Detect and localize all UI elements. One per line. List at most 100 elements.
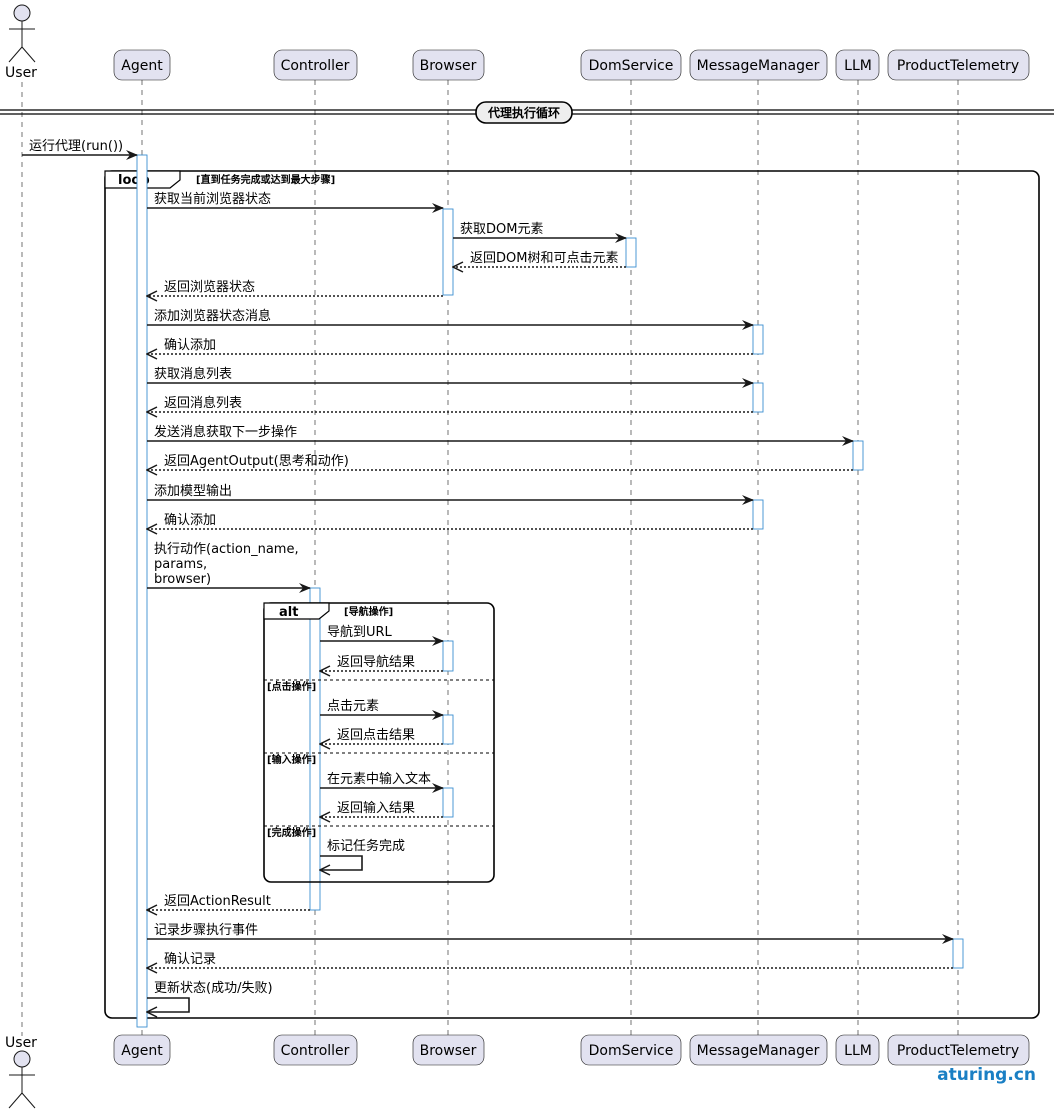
message-2-label: 获取当前浏览器状态 [154,191,271,207]
activation-messagemanager-3 [752,499,764,530]
alt-frame: alt [导航操作] [点击操作] [输入操作] [完成操作] [263,602,495,883]
message-4: 返回DOM树和可点击元素 [453,251,626,267]
message-12-label: 添加模型输出 [154,483,232,499]
message-11-label: 返回AgentOutput(思考和动作) [164,454,349,469]
message-13-label: 确认添加 [164,513,216,528]
message-14: 执行动作(action_name,params,browser) [147,542,311,593]
separator-label: 代理执行循环 [487,105,560,120]
message-13: 确认添加 [147,513,753,529]
participant-messagemanager-label-bottom: MessageManager [697,1043,820,1059]
participant-domservice-bottom: DomService [580,1034,682,1066]
actor-user-bottom: User [5,1035,37,1109]
participant-producttelemetry: ProductTelemetry [887,49,1030,81]
message-22-label: 返回ActionResult [164,894,271,909]
participant-controller-label-bottom: Controller [281,1043,350,1059]
activation-browser-1 [442,208,454,296]
message-1-label: 运行代理(run()) [29,139,123,154]
message-1: 运行代理(run()) [22,139,138,160]
message-5: 返回浏览器状态 [147,279,443,296]
participant-agent-bottom: Agent [113,1034,171,1066]
participant-user-label-bottom: User [5,1035,37,1051]
message-8: 获取消息列表 [147,366,754,388]
watermark-logo: aturing.cn [937,1065,1036,1085]
activation-producttelemetry [952,938,964,969]
participant-llm-label-bottom: LLM [844,1043,872,1059]
activation-browser-2 [442,640,454,672]
loop-guard: [直到任务完成或达到最大步骤] [196,173,335,186]
participant-producttelemetry-label-bottom: ProductTelemetry [897,1043,1019,1059]
message-6: 添加浏览器状态消息 [147,308,754,330]
message-16-label: 返回导航结果 [337,654,415,670]
participant-agent: Agent [113,49,171,81]
message-24-label: 确认记录 [164,952,216,967]
user-head-icon-bottom [13,1050,31,1068]
message-6-label: 添加浏览器状态消息 [154,308,271,324]
separator: 代理执行循环 [0,101,1054,124]
messages: 运行代理(run()) 获取当前浏览器状态获取DOM元素返回DOM树和可点击元素返… [22,139,954,1012]
alt-guard-input: [输入操作] [267,753,316,766]
participant-domservice-label-bottom: DomService [589,1043,674,1059]
participant-agent-label: Agent [121,58,163,74]
message-4-label: 返回DOM树和可点击元素 [470,251,618,266]
message-21-label: 标记任务完成 [327,838,405,854]
message-8-label: 获取消息列表 [154,366,232,382]
participant-controller-label: Controller [281,58,350,74]
message-18-label: 返回点击结果 [337,728,415,743]
participant-domservice: DomService [580,49,682,81]
activation-messagemanager-1 [752,324,764,355]
message-10: 发送消息获取下一步操作 [147,424,854,446]
participant-user-label: User [5,65,37,81]
message-24: 确认记录 [147,952,953,968]
message-14-label-2: params, [154,557,207,572]
message-21: 标记任务完成 [320,838,405,870]
participant-domservice-label: DomService [589,58,674,74]
message-2: 获取当前浏览器状态 [147,191,444,213]
activation-browser-3 [442,714,454,745]
message-5-label: 返回浏览器状态 [164,279,255,295]
message-25-label: 更新状态(成功/失败) [154,980,273,996]
message-7: 确认添加 [147,338,753,354]
activation-controller [309,587,321,911]
participant-messagemanager-label: MessageManager [697,58,820,74]
participant-agent-label-bottom: Agent [121,1043,163,1059]
participant-producttelemetry-label: ProductTelemetry [897,58,1019,74]
activation-messagemanager-2 [752,382,764,413]
message-18: 返回点击结果 [320,728,443,744]
message-19-label: 在元素中输入文本 [327,771,431,787]
user-head-icon [13,4,31,22]
message-17-label: 点击元素 [327,699,379,714]
participant-llm-bottom: LLM [835,1034,880,1066]
alt-frame-tab [263,602,330,620]
message-15: 导航到URL [320,624,444,646]
message-12: 添加模型输出 [147,483,754,505]
participant-llm: LLM [835,49,880,81]
participant-messagemanager-bottom: MessageManager [689,1034,828,1066]
message-11: 返回AgentOutput(思考和动作) [147,454,853,470]
message-14-label-3: browser) [154,572,211,587]
message-16: 返回导航结果 [320,654,443,671]
participant-llm-label: LLM [844,58,872,74]
message-25: 更新状态(成功/失败) [147,980,273,1012]
activation-browser-4 [442,787,454,818]
activation-domservice [625,237,637,268]
participant-messagemanager: MessageManager [689,49,828,81]
participant-browser: Browser [412,49,485,81]
participant-browser-label-bottom: Browser [420,1043,477,1059]
alt-keyword: alt [279,605,298,620]
alt-frame-border [263,602,495,883]
activation-llm [852,440,864,471]
activations [136,154,964,1028]
message-20-label: 返回输入结果 [337,800,415,816]
participants-top: User Agent Controller Browser DomService… [5,4,1030,81]
loop-frame: loop [直到任务完成或达到最大步骤] [104,170,1040,1019]
message-9: 返回消息列表 [147,395,753,412]
message-3: 获取DOM元素 [453,222,627,243]
message-7-label: 确认添加 [164,338,216,353]
message-25-arrow [147,997,190,1012]
participant-controller-bottom: Controller [273,1034,358,1066]
message-22: 返回ActionResult [147,894,310,910]
alt-guard-click: [点击操作] [267,680,316,693]
activation-agent [136,154,148,1028]
participant-browser-label: Browser [420,58,477,74]
